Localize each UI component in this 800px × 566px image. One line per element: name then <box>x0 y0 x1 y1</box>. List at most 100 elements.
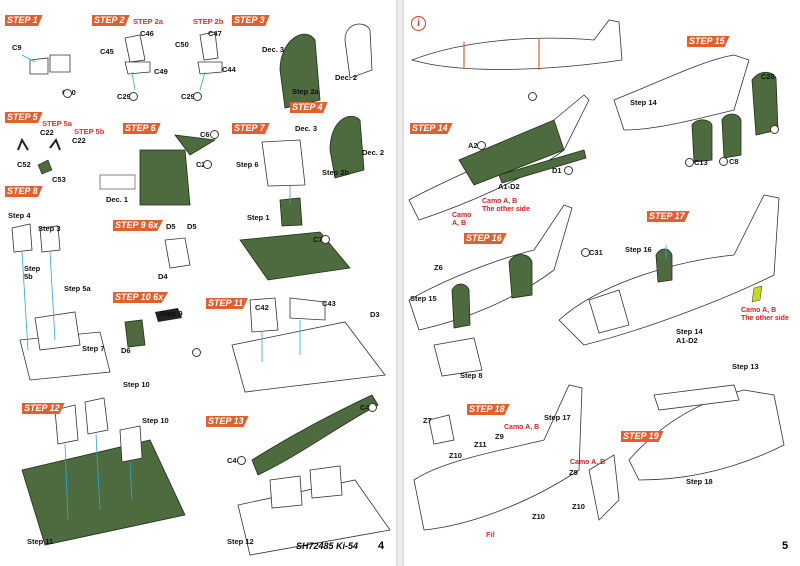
step-reference: Step 5a <box>64 284 91 293</box>
part-label: Z9 <box>569 468 578 477</box>
part-label: A1-D2 <box>498 182 520 191</box>
step-reference: Step 14 <box>630 98 657 107</box>
info-icon: i <box>411 16 426 31</box>
part-label: Z10 <box>532 512 545 521</box>
glue-icon <box>210 130 219 139</box>
camo-note: Camo A, B <box>482 198 518 205</box>
step-reference: Step 10 <box>142 416 169 425</box>
part-label: C8 <box>729 157 739 166</box>
part-label: Z11 <box>474 440 487 449</box>
step-sub-label: STEP 2b <box>193 17 224 26</box>
step-badge: STEP 11 <box>206 298 249 309</box>
step-badge: STEP 4 <box>290 102 328 113</box>
glue-icon <box>564 166 573 175</box>
step-reference: Step 5b <box>24 264 41 281</box>
glue-icon <box>685 158 694 167</box>
step-sub-label: STEP 5a <box>42 119 72 128</box>
glue-icon <box>719 157 728 166</box>
step-reference: Step 7 <box>82 344 105 353</box>
part-label: Fil <box>486 530 495 539</box>
glue-icon <box>321 235 330 244</box>
part-label: C22 <box>72 136 86 145</box>
glue-icon <box>368 403 377 412</box>
glue-icon <box>192 348 201 357</box>
step-badge: STEP 9 6x <box>113 220 164 231</box>
part-label: D4 <box>158 272 168 281</box>
step-reference: Step 8 <box>460 371 483 380</box>
camo-note: Camo A, B <box>741 307 777 314</box>
page-number: 5 <box>782 540 789 552</box>
part-label: C46 <box>140 29 154 38</box>
step-reference: Step 15 <box>410 294 437 303</box>
camo-note: Camo A, B <box>504 424 540 431</box>
part-label: C52 <box>17 160 31 169</box>
part-label: Z6 <box>434 263 443 272</box>
part-label: C40 <box>227 456 241 465</box>
step-badge: STEP 7 <box>232 123 270 134</box>
step-reference: Step 13 <box>732 362 759 371</box>
part-label: Dec. 3 <box>295 124 318 133</box>
part-label: C22 <box>40 128 54 137</box>
step-badge: STEP 17 <box>647 211 690 222</box>
part-label: C42 <box>255 303 269 312</box>
part-label: C25 <box>196 160 210 169</box>
step-badge: STEP 8 <box>5 186 43 197</box>
step-reference: Step 4 <box>8 211 31 220</box>
camo-note: The other side <box>741 315 789 322</box>
part-label: Dec. 3 <box>262 45 285 54</box>
part-label: C43 <box>322 299 336 308</box>
step-reference: Step 12 <box>227 537 254 546</box>
part-label: C28 <box>761 72 775 81</box>
glue-icon <box>477 141 486 150</box>
step-badge: STEP 15 <box>687 36 730 47</box>
step-badge: STEP 12 <box>22 403 65 414</box>
camo-note: A, B <box>452 220 466 227</box>
part-label: D5 <box>166 222 176 231</box>
part-label: C53 <box>52 175 66 184</box>
instruction-page-left: STEP 1 STEP 2 STEP 2a STEP 2b STEP 3 STE… <box>0 0 396 566</box>
step-reference: Step 14 <box>676 327 703 336</box>
glue-icon <box>528 92 537 101</box>
page-gutter <box>396 0 404 566</box>
part-label: Dec. 2 <box>335 73 358 82</box>
step-reference: Step 1 <box>247 213 270 222</box>
glue-icon <box>193 92 202 101</box>
step-reference: Step 3 <box>38 224 61 233</box>
right-page-drawings <box>408 19 785 531</box>
step-badge: STEP 18 <box>467 404 510 415</box>
glue-icon <box>770 125 779 134</box>
part-label: C47 <box>208 29 222 38</box>
step-badge: STEP 16 <box>464 233 507 244</box>
glue-icon <box>129 92 138 101</box>
step-badge: STEP 3 <box>232 15 270 26</box>
camo-note: The other side <box>482 206 530 213</box>
part-label: A2 <box>468 141 478 150</box>
left-page-drawings <box>11 23 391 556</box>
part-label: C6 <box>200 130 210 139</box>
part-label: Dec. 2 <box>362 148 385 157</box>
part-label: D3 <box>370 310 380 319</box>
part-label: A1-D2 <box>676 336 698 345</box>
instruction-page-right: i STEP 14 STEP 15 STEP 16 STEP 17 STEP 1… <box>404 0 800 566</box>
camo-note: Camo A, B <box>570 459 606 466</box>
step-reference: Step 9 <box>160 309 183 318</box>
step-reference: Step 6 <box>236 160 259 169</box>
step-badge: STEP 1 <box>5 15 43 26</box>
glue-icon <box>581 248 590 257</box>
step-sub-label: STEP 5b <box>74 127 105 136</box>
part-label: C49 <box>154 67 168 76</box>
part-label: C31 <box>589 248 603 257</box>
step-reference: Step 2b <box>322 168 350 177</box>
part-label: D1 <box>552 166 562 175</box>
step-badge: STEP 14 <box>410 123 453 134</box>
step-reference: Step 2a <box>292 87 319 96</box>
part-label: C45 <box>100 47 114 56</box>
part-label: C13 <box>694 158 708 167</box>
part-label: Dec. 1 <box>106 195 129 204</box>
step-badge: STEP 5 <box>5 112 43 123</box>
part-label: C29 <box>181 92 195 101</box>
glue-icon <box>203 160 212 169</box>
part-label: D6 <box>121 346 131 355</box>
step-badge: STEP 13 <box>206 416 249 427</box>
kit-title: SH72485 Ki-54 <box>296 541 359 551</box>
